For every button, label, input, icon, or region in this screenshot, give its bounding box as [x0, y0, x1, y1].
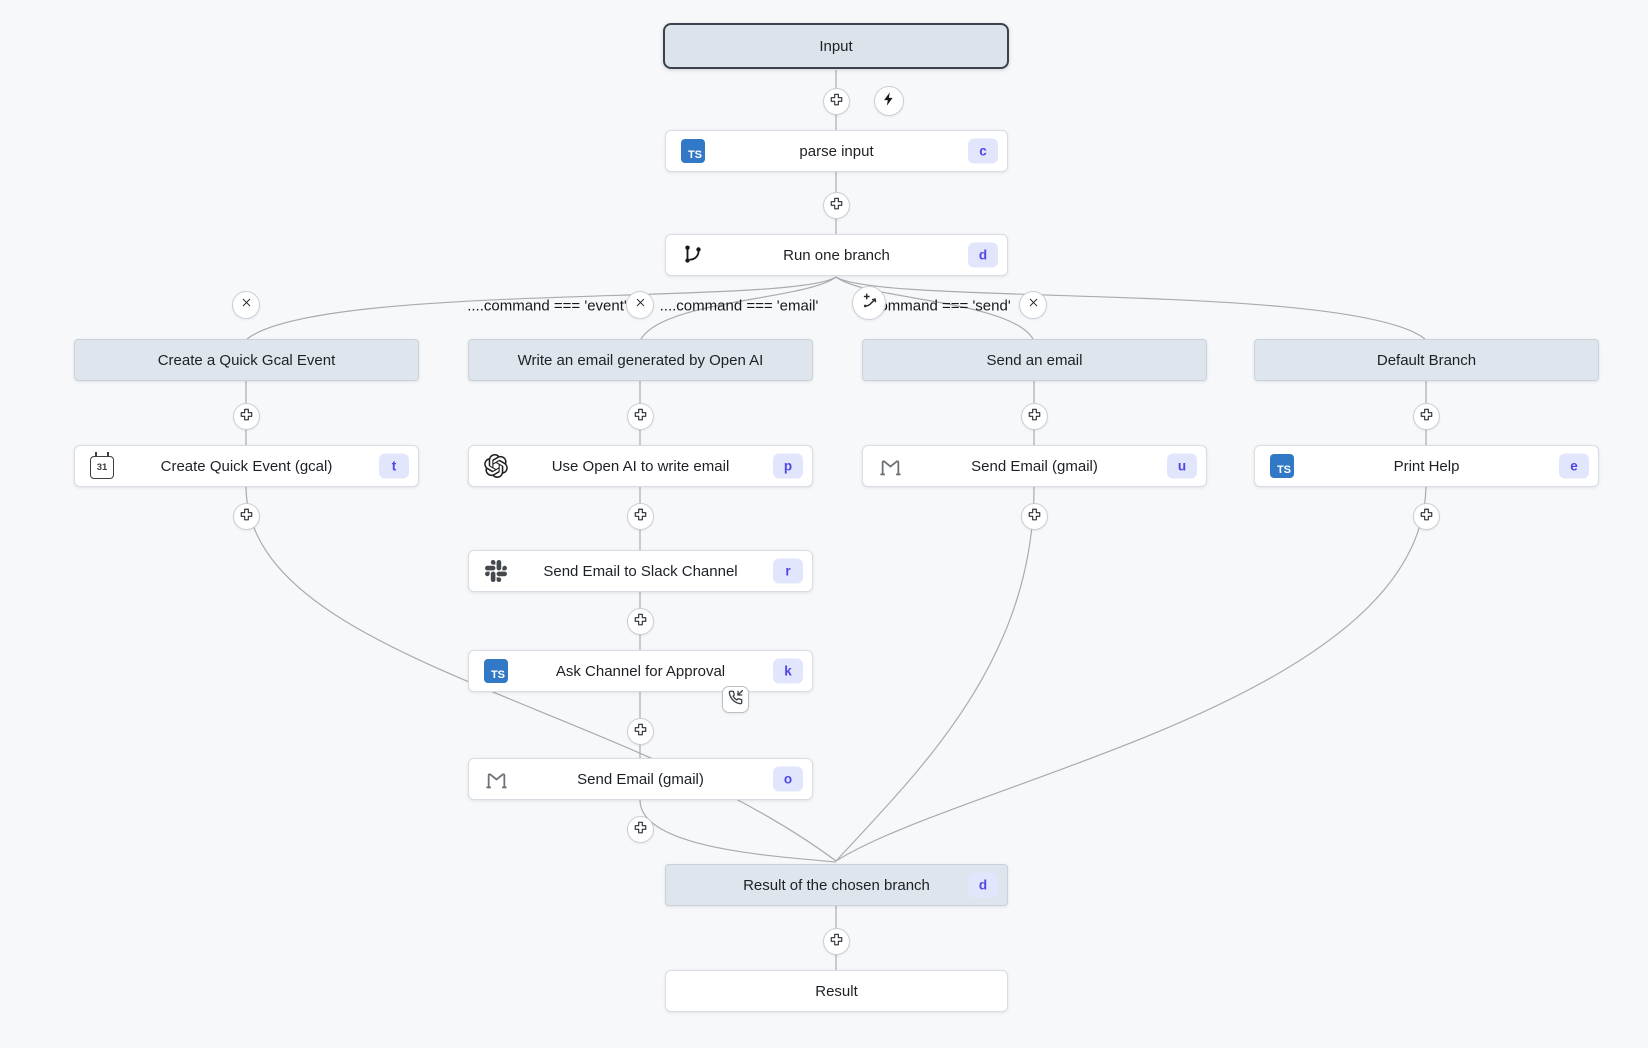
- node-result[interactable]: Result: [665, 970, 1008, 1012]
- branch-header-send-email[interactable]: Send an email: [862, 339, 1207, 381]
- step-id-badge: t: [379, 453, 409, 479]
- node-label: Create Quick Event (gcal): [160, 457, 333, 475]
- add-step-button[interactable]: [1021, 403, 1048, 430]
- node-label: Send Email to Slack Channel: [543, 562, 738, 580]
- add-step-button[interactable]: [233, 503, 260, 530]
- plus-icon: [239, 407, 254, 427]
- node-label: parse input: [799, 142, 874, 160]
- plus-icon: [829, 932, 844, 952]
- add-branch-icon: [860, 292, 878, 315]
- plus-icon: [633, 407, 648, 427]
- node-label: Ask Channel for Approval: [555, 662, 726, 680]
- add-step-button[interactable]: [1021, 503, 1048, 530]
- node-ask-channel-approval[interactable]: TS Ask Channel for Approval k: [468, 650, 813, 692]
- gmail-icon: [483, 766, 509, 792]
- phone-incoming-icon: [728, 689, 744, 710]
- branch-condition-label: ....command === 'event': [467, 297, 627, 315]
- plus-icon: [633, 722, 648, 742]
- add-step-button[interactable]: [627, 608, 654, 635]
- close-icon: [240, 296, 253, 314]
- branch-condition-label: ....command === 'send': [855, 297, 1011, 315]
- plus-icon: [1419, 507, 1434, 527]
- typescript-icon: TS: [483, 658, 509, 684]
- remove-branch-button[interactable]: [232, 291, 260, 319]
- bolt-icon: [881, 91, 897, 112]
- branch-header-default[interactable]: Default Branch: [1254, 339, 1599, 381]
- step-id-badge: p: [773, 453, 803, 479]
- step-id-badge: e: [1559, 453, 1589, 479]
- add-step-button[interactable]: [823, 88, 850, 115]
- node-label: Run one branch: [783, 246, 890, 264]
- step-id-badge: d: [968, 872, 998, 898]
- node-parse-input[interactable]: TS parse input c: [665, 130, 1008, 172]
- branch-header-label: Default Branch: [1376, 351, 1477, 369]
- node-label: Input: [819, 37, 853, 55]
- plus-icon: [1027, 507, 1042, 527]
- branch-header-label: Send an email: [986, 351, 1083, 369]
- add-step-button[interactable]: [627, 816, 654, 843]
- add-branch-button[interactable]: [852, 286, 886, 320]
- node-input[interactable]: Input: [663, 23, 1009, 69]
- step-id-badge: r: [773, 558, 803, 584]
- node-label: Use Open AI to write email: [551, 457, 730, 475]
- plus-icon: [633, 507, 648, 527]
- add-step-button[interactable]: [627, 718, 654, 745]
- node-create-quick-event[interactable]: 31 Create Quick Event (gcal) t: [74, 445, 419, 487]
- plus-icon: [829, 196, 844, 216]
- add-step-button[interactable]: [823, 928, 850, 955]
- branch-header-label: Create a Quick Gcal Event: [157, 351, 336, 369]
- node-send-email-gmail[interactable]: Send Email (gmail) u: [862, 445, 1207, 487]
- plus-icon: [829, 92, 844, 112]
- plus-icon: [1027, 407, 1042, 427]
- branch-header-gcal-event[interactable]: Create a Quick Gcal Event: [74, 339, 419, 381]
- node-run-one-branch[interactable]: Run one branch d: [665, 234, 1008, 276]
- add-step-button[interactable]: [627, 403, 654, 430]
- branch-header-openai-email[interactable]: Write an email generated by Open AI: [468, 339, 813, 381]
- step-id-badge: k: [773, 658, 803, 684]
- typescript-icon: TS: [1269, 453, 1295, 479]
- git-branch-icon: [680, 242, 706, 268]
- node-use-openai[interactable]: Use Open AI to write email p: [468, 445, 813, 487]
- node-label: Send Email (gmail): [971, 457, 1098, 475]
- step-id-badge: d: [968, 242, 998, 268]
- remove-branch-button[interactable]: [1019, 291, 1047, 319]
- plus-icon: [633, 820, 648, 840]
- node-result-of-branch[interactable]: Result of the chosen branch d: [665, 864, 1008, 906]
- add-step-button[interactable]: [233, 403, 260, 430]
- add-step-button[interactable]: [627, 503, 654, 530]
- step-id-badge: o: [773, 766, 803, 792]
- plus-icon: [1419, 407, 1434, 427]
- typescript-icon: TS: [680, 138, 706, 164]
- remove-branch-button[interactable]: [626, 291, 654, 319]
- add-step-button[interactable]: [1413, 403, 1440, 430]
- branch-header-label: Write an email generated by Open AI: [517, 351, 764, 369]
- node-label: Result of the chosen branch: [743, 876, 930, 894]
- step-id-badge: u: [1167, 453, 1197, 479]
- slack-icon: [483, 558, 509, 584]
- node-label: Result: [815, 982, 858, 1000]
- node-label: Print Help: [1393, 457, 1460, 475]
- openai-icon: [483, 453, 509, 479]
- branch-condition-label: ....command === 'email': [659, 297, 819, 315]
- gmail-icon: [877, 453, 903, 479]
- suspend-approval-button[interactable]: [722, 686, 749, 713]
- node-label: Send Email (gmail): [577, 770, 704, 788]
- close-icon: [634, 296, 647, 314]
- close-icon: [1027, 296, 1040, 314]
- step-id-badge: c: [968, 138, 998, 164]
- plus-icon: [239, 507, 254, 527]
- node-send-email-gmail-approved[interactable]: Send Email (gmail) o: [468, 758, 813, 800]
- plus-icon: [633, 612, 648, 632]
- trigger-button[interactable]: [874, 86, 904, 116]
- calendar-icon: 31: [89, 452, 115, 479]
- add-step-button[interactable]: [823, 192, 850, 219]
- add-step-button[interactable]: [1413, 503, 1440, 530]
- node-print-help[interactable]: TS Print Help e: [1254, 445, 1599, 487]
- node-send-email-slack[interactable]: Send Email to Slack Channel r: [468, 550, 813, 592]
